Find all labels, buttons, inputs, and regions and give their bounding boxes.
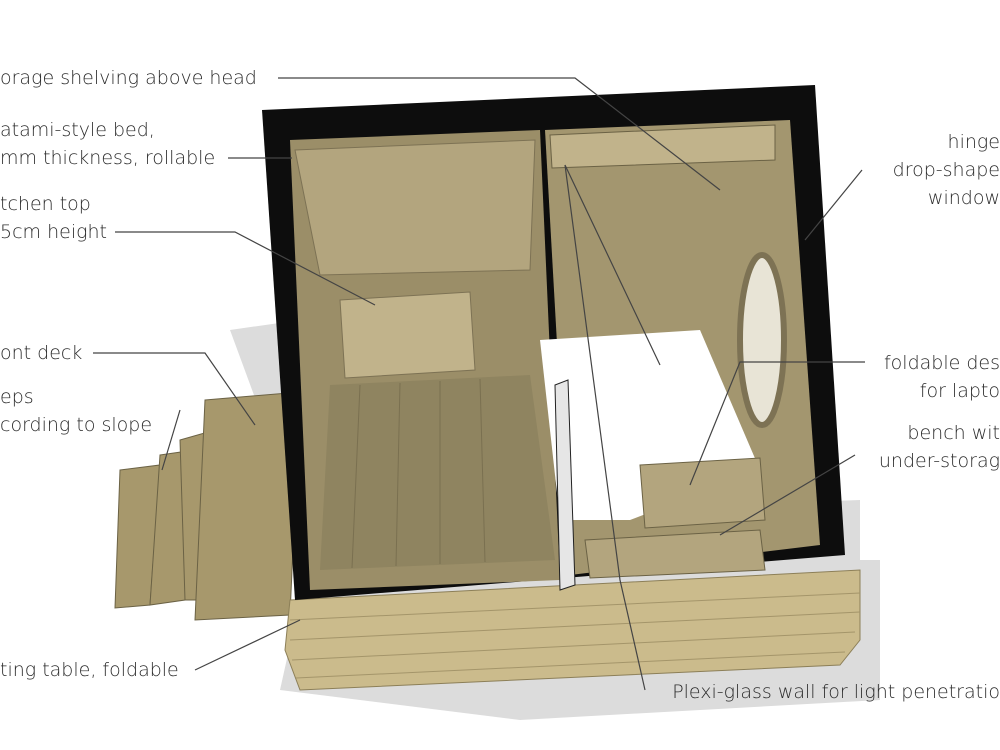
floor-left — [320, 375, 555, 570]
kitchen-top — [339, 291, 476, 379]
label-sitting-table: ting table, foldable — [0, 656, 179, 684]
bench — [584, 529, 766, 579]
leader-lines — [93, 77, 865, 691]
label-steps: eps cording to slope — [0, 383, 152, 439]
foldable-desk — [639, 457, 766, 529]
label-line: under-storag — [878, 450, 1000, 472]
label-line: tchen top — [0, 193, 91, 215]
label-line: orage shelving above head — [0, 67, 257, 89]
label-kitchen-top: tchen top 5cm height — [0, 190, 107, 246]
bed-shelf — [294, 139, 536, 276]
label-line: for lapto — [919, 380, 1000, 402]
label-line: bench wit — [907, 422, 1000, 444]
label-line: drop-shape — [892, 159, 1000, 181]
label-front-deck: ont deck — [0, 339, 82, 367]
label-line: Plexi-glass wall for light penetratio — [672, 681, 1000, 703]
label-plexi-wall: Plexi-glass wall for light penetratio — [672, 678, 1000, 706]
label-line: ont deck — [0, 342, 83, 364]
label-line: cording to slope — [0, 414, 153, 436]
label-tatami-bed: atami-style bed, mm thickness, rollable — [0, 116, 215, 172]
label-foldable-desk: foldable des for lapto — [884, 349, 1000, 405]
label-line: foldable des — [883, 352, 1000, 374]
label-line: window — [927, 187, 1000, 209]
label-line: hinge — [947, 131, 1000, 153]
label-line: 5cm height — [0, 221, 107, 243]
label-line: atami-style bed, — [0, 119, 155, 141]
label-window: hinge drop-shape window — [893, 128, 1000, 212]
label-line: mm thickness, rollable — [0, 147, 216, 169]
drop-window — [737, 252, 787, 428]
plexi-wall — [554, 379, 576, 591]
label-storage-shelving: orage shelving above head — [0, 64, 257, 92]
label-bench: bench wit under-storag — [879, 419, 1000, 475]
label-line: eps — [0, 386, 34, 408]
upper-shelf — [549, 124, 776, 169]
label-line: ting table, foldable — [0, 659, 179, 681]
